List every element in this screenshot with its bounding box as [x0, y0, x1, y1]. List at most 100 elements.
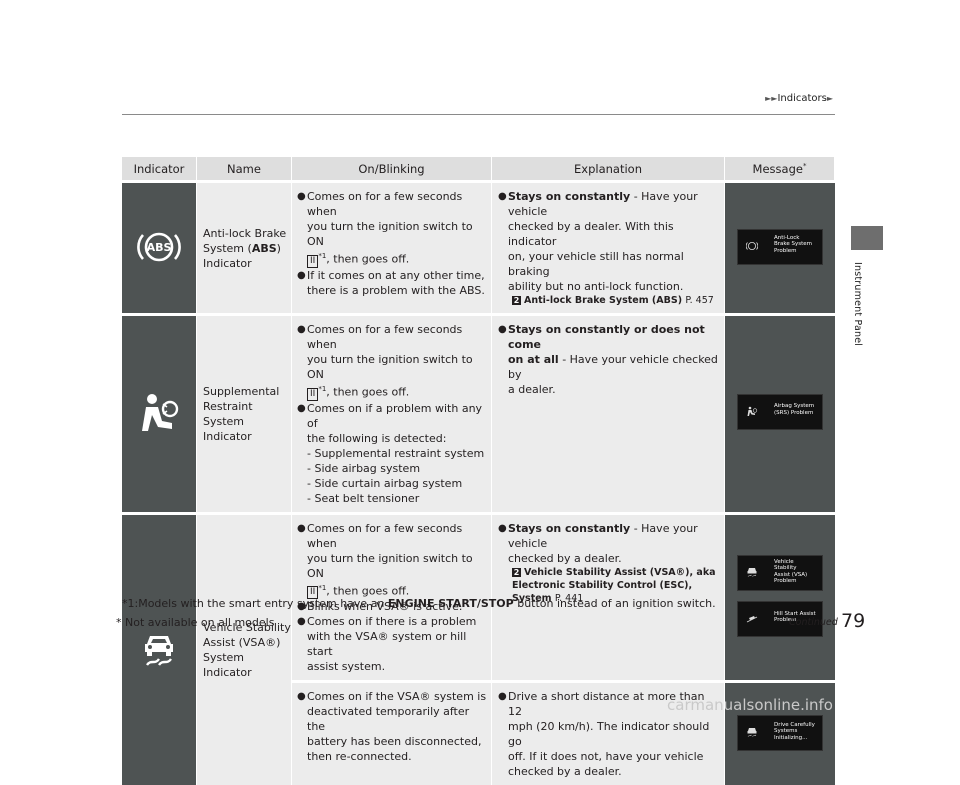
bullet-item: ● Stays on constantly or does not come o…: [498, 322, 720, 397]
abs-warning-icon: [746, 241, 758, 250]
explanation-text: - Have your vehicle: [508, 190, 698, 218]
bullet-text: deactivated temporarily after the: [307, 705, 470, 734]
message-header-text: Message: [752, 161, 803, 176]
table-row: Supplemental Restraint System Indicator …: [122, 313, 835, 512]
bullet-icon: ●: [498, 324, 507, 335]
explanation-bold: Stays on constantly: [508, 521, 631, 535]
sub-item: - Seat belt tensioner: [307, 491, 420, 505]
reference-page: P. 441: [554, 592, 584, 604]
bullet-icon: ●: [498, 191, 507, 202]
bullet-text: Comes on for a few seconds when: [307, 521, 463, 550]
bullet-icon: ●: [297, 269, 306, 281]
explanation-text: off. If it does not, have your vehicle: [508, 750, 704, 764]
continued-label: Continued: [789, 617, 838, 628]
srs-on-blinking-cell: ● Comes on for a few seconds when you tu…: [292, 313, 492, 512]
sub-item: - Side airbag system: [307, 461, 421, 475]
col-header-on-blinking: On/Blinking: [292, 157, 492, 180]
bullet-text: , then goes off.: [326, 252, 410, 266]
col-header-explanation: Explanation: [492, 157, 725, 180]
explanation-bold: Stays on constantly: [508, 190, 631, 203]
footnote-text: button instead of an ignition switch.: [513, 597, 716, 610]
airbag-warning-icon: [747, 407, 758, 417]
chapter-tab: [851, 226, 883, 250]
message-line: Vehicle: [774, 558, 794, 565]
message-line: Problem: [774, 578, 797, 585]
explanation-bold: Stays on constantly or does not come: [508, 323, 705, 351]
bullet-icon: ●: [297, 324, 306, 335]
message-line: Brake System: [774, 241, 813, 247]
running-header: ►►Indicators►: [765, 93, 833, 104]
name-line: System (ABS): [203, 241, 291, 256]
abs-warning-icon: ABS: [137, 232, 181, 261]
bullet-item: ● Comes on for a few seconds when you tu…: [297, 189, 487, 268]
footnote-text: *1:Models with the smart entry system ha…: [122, 597, 388, 610]
breadcrumb-arrow-icon: ►►: [765, 94, 778, 103]
bullet-text: battery has been disconnected,: [307, 735, 482, 749]
name-text: ): [276, 241, 281, 255]
sub-item: - Supplemental restraint system: [307, 446, 485, 460]
breadcrumb-arrow-icon: ►: [826, 94, 833, 103]
reference-title: System: [512, 592, 552, 604]
vsa-skid-icon: [747, 567, 757, 577]
availability-note: * Not available on all models: [116, 616, 275, 629]
explanation-bold: on at all: [508, 353, 559, 366]
message-header-mark: *: [802, 161, 807, 170]
reference-arrow-icon: 2: [512, 567, 521, 577]
vsa-name-cell: Vehicle Stability Assist (VSA®) System I…: [197, 511, 292, 785]
name-line: Anti-lock Brake: [203, 226, 287, 240]
reference-arrow-icon: 2: [512, 296, 521, 305]
name-line: Supplemental: [203, 384, 280, 398]
abs-name-cell: Anti-lock Brake System (ABS) Indicator: [197, 180, 292, 313]
explanation-text: a dealer.: [508, 383, 556, 396]
name-line: Vehicle Stability: [203, 620, 291, 634]
explanation-text: - Have your vehicle checked by: [508, 353, 718, 381]
bullet-text: with the VSA® system or hill start: [307, 630, 467, 659]
reference-title: Electronic Stability Control (ESC),: [512, 579, 693, 591]
col-header-message: Message*: [725, 157, 835, 180]
bullet-icon: ●: [297, 601, 306, 613]
vsa-indicator-cell: [122, 511, 197, 785]
vsa-on-blinking-cell: ● Comes on for a few seconds when you tu…: [292, 511, 492, 681]
reference-title: Anti-lock Brake System (ABS): [524, 295, 683, 306]
table-row: Vehicle Stability Assist (VSA®) System I…: [122, 511, 835, 785]
footnote-ref: *1: [318, 385, 327, 393]
message-line: Hill Start Assist: [774, 610, 816, 617]
bullet-text: If it comes on at any other time,: [307, 268, 485, 282]
bullet-text: Comes on for a few seconds when: [307, 190, 463, 218]
indicator-table: Indicator Name On/Blinking Explanation M…: [122, 157, 835, 785]
name-text: System (: [203, 241, 252, 255]
bullet-item: ● Comes on if the VSA® system is deactiv…: [297, 689, 487, 764]
header-rule: [122, 114, 835, 115]
name-line: System Indicator: [203, 650, 252, 679]
bullet-icon: ●: [498, 691, 507, 703]
message-line: Assist (VSA): [774, 571, 808, 578]
bullet-item: ● Stays on constantly - Have your vehicl…: [498, 189, 720, 294]
srs-name-cell: Supplemental Restraint System Indicator: [197, 313, 292, 512]
page-number: 79: [841, 610, 866, 632]
explanation-text: on, your vehicle still has normal brakin…: [508, 250, 684, 278]
bullet-text: you turn the ignition switch to ON: [307, 353, 473, 381]
abs-explanation-cell: ● Stays on constantly - Have your vehicl…: [492, 180, 725, 313]
bullet-text: there is a problem with the ABS.: [307, 283, 485, 297]
bullet-icon: ●: [498, 522, 507, 534]
ignition-on-symbol: II: [307, 387, 319, 401]
col-header-name: Name: [197, 157, 292, 180]
bullet-text: Comes on if there is a problem: [307, 615, 477, 629]
footnote: *1:Models with the smart entry system ha…: [122, 597, 716, 610]
bullet-icon: ●: [297, 402, 306, 414]
name-abbrev: ABS: [251, 241, 277, 255]
bullet-item: ● Comes on for a few seconds when you tu…: [297, 521, 487, 600]
ignition-on-symbol: II: [307, 254, 319, 268]
bullet-icon: ●: [297, 191, 306, 202]
chapter-label: Instrument Panel: [852, 262, 863, 347]
name-line: Indicator: [203, 256, 252, 270]
bullet-text: assist system.: [307, 660, 386, 674]
footnote-ref: *1: [318, 252, 327, 260]
bullet-text: Comes on for a few seconds when: [307, 323, 463, 351]
bullet-text: then re-connected.: [307, 750, 412, 764]
explanation-text: checked by a dealer.: [508, 551, 622, 565]
